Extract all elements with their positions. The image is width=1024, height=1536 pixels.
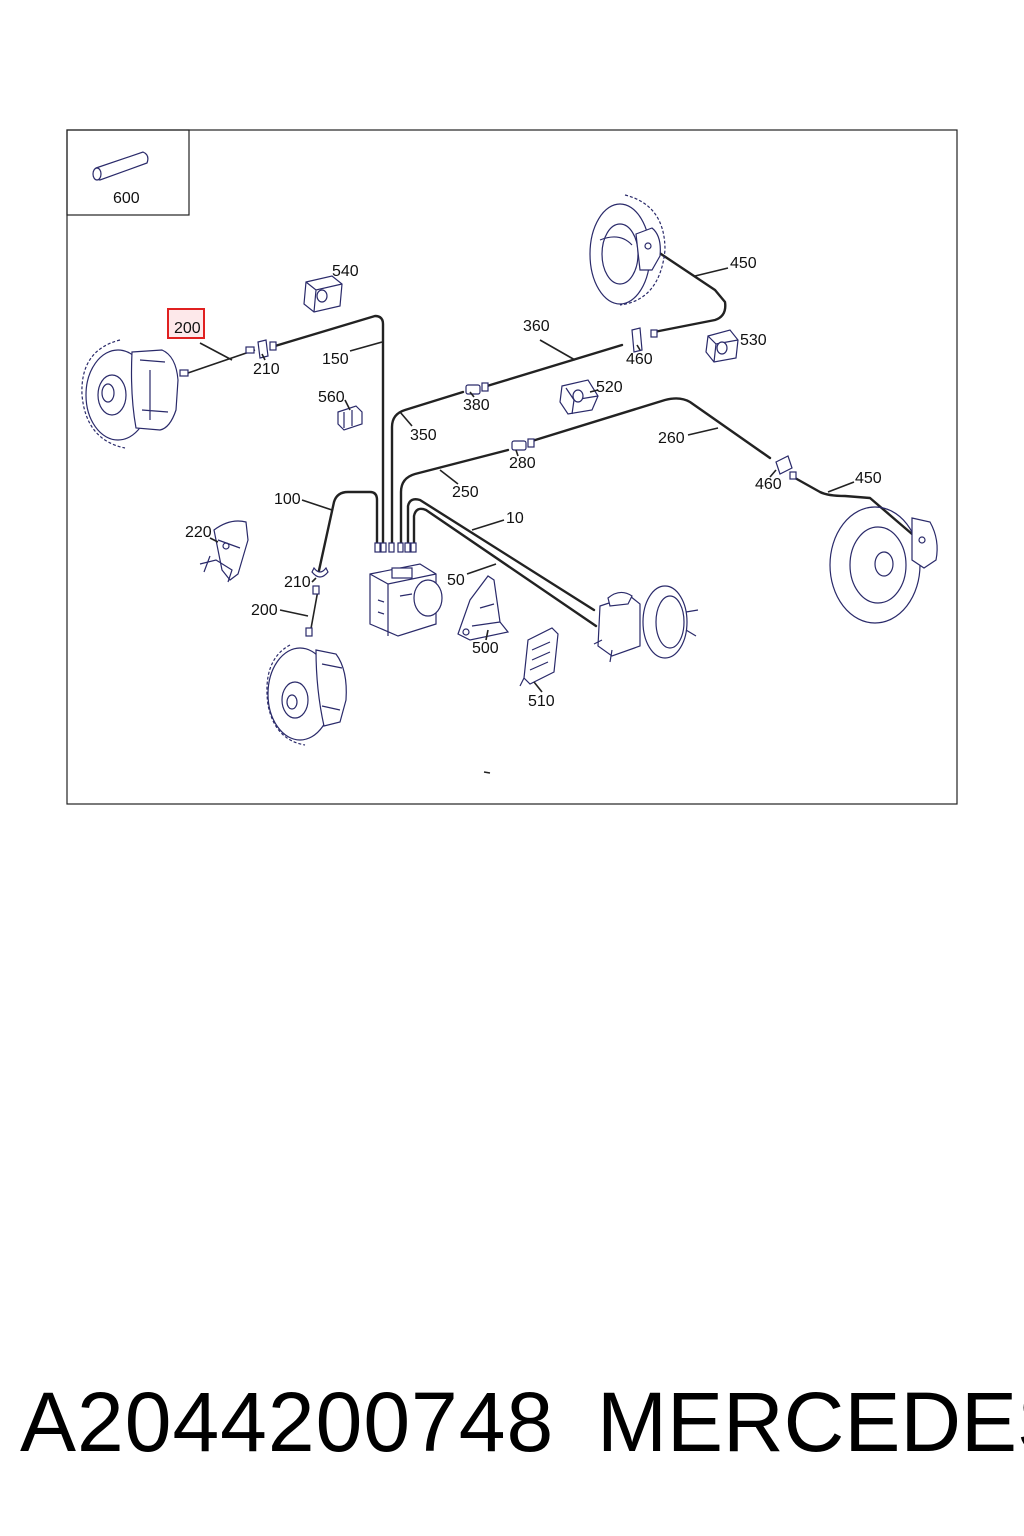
- callout-50[interactable]: 50: [447, 572, 465, 589]
- callout-280[interactable]: 280: [509, 455, 536, 472]
- part-caption: A2044200748 MERCEDES: [0, 1372, 1024, 1472]
- clip-560-icon: [337, 405, 363, 431]
- brake-pipes: [273, 250, 914, 628]
- pipe-250: [399, 448, 510, 547]
- fitting-210-top: [257, 339, 277, 359]
- flex-hose-200-top: [179, 346, 256, 377]
- front-left-brake-disc-icon: [81, 339, 179, 449]
- inset-box-600: [66, 129, 190, 216]
- diagram-frame: [66, 129, 958, 805]
- fitting-210-bottom: [311, 566, 329, 578]
- pipe-50: [412, 507, 598, 628]
- pipe-280: [530, 397, 772, 460]
- pipe-450-top: [652, 250, 727, 334]
- fitting-280: [511, 438, 535, 451]
- callout-510[interactable]: 510: [528, 693, 555, 710]
- pipe-360: [485, 343, 624, 388]
- rear-right-brake-disc-icon: [829, 506, 938, 624]
- bracket-220-icon: [199, 520, 249, 583]
- callout-260[interactable]: 260: [658, 430, 685, 447]
- callout-210-bottom[interactable]: 210: [284, 574, 311, 591]
- callout-250[interactable]: 250: [452, 484, 479, 501]
- callout-520[interactable]: 520: [596, 379, 623, 396]
- grommet-530-icon: [705, 329, 739, 363]
- brake-line-diagram: 600: [66, 129, 958, 805]
- pipe-150: [273, 314, 385, 547]
- abs-ports: [374, 542, 417, 553]
- callout-560[interactable]: 560: [318, 389, 345, 406]
- callout-460-top[interactable]: 460: [626, 351, 653, 368]
- diagram-mark: [483, 771, 491, 774]
- master-cylinder-booster-icon: [593, 585, 699, 663]
- module-510-icon: [519, 627, 559, 687]
- leader-lines: [199, 267, 855, 693]
- bracket-500-icon: [457, 575, 510, 641]
- pipe-100: [316, 490, 379, 577]
- callout-360[interactable]: 360: [523, 318, 550, 335]
- callout-380[interactable]: 380: [463, 397, 490, 414]
- grommet-520-icon: [559, 379, 599, 415]
- fitting-460-top: [631, 327, 658, 353]
- sleeve-600-icon: [92, 151, 149, 181]
- grommet-540-icon: [303, 275, 343, 313]
- callouts: 540 200 210 150 560 360 460 450 530 380 …: [174, 255, 882, 710]
- callout-200-bottom[interactable]: 200: [251, 602, 278, 619]
- callout-600[interactable]: 600: [113, 190, 140, 207]
- fitting-380: [465, 382, 489, 395]
- callout-460-right[interactable]: 460: [755, 476, 782, 493]
- flex-hose-200-bottom: [305, 585, 320, 637]
- front-right-brake-disc-icon: [266, 644, 347, 746]
- part-number: A2044200748: [20, 1375, 555, 1469]
- pipe-350: [390, 390, 465, 547]
- rear-left-brake-disc-icon: [589, 194, 666, 306]
- brand-name: MERCEDES: [597, 1375, 1024, 1469]
- callout-500[interactable]: 500: [472, 640, 499, 657]
- abs-hydraulic-unit-icon: [369, 563, 443, 637]
- callout-100[interactable]: 100: [274, 491, 301, 508]
- callout-450-right[interactable]: 450: [855, 470, 882, 487]
- callout-200-highlighted[interactable]: 200: [174, 320, 201, 337]
- pipe-450-right: [793, 476, 914, 536]
- fitting-460-right: [775, 455, 797, 480]
- pipe-10: [406, 498, 596, 612]
- callout-530[interactable]: 530: [740, 332, 767, 349]
- callout-10[interactable]: 10: [506, 510, 524, 527]
- callout-210-top[interactable]: 210: [253, 361, 280, 378]
- callout-350[interactable]: 350: [410, 427, 437, 444]
- callout-150[interactable]: 150: [322, 351, 349, 368]
- callout-200-highlight: [167, 308, 205, 339]
- callout-540[interactable]: 540: [332, 263, 359, 280]
- callout-220[interactable]: 220: [185, 524, 212, 541]
- callout-450-top[interactable]: 450: [730, 255, 757, 272]
